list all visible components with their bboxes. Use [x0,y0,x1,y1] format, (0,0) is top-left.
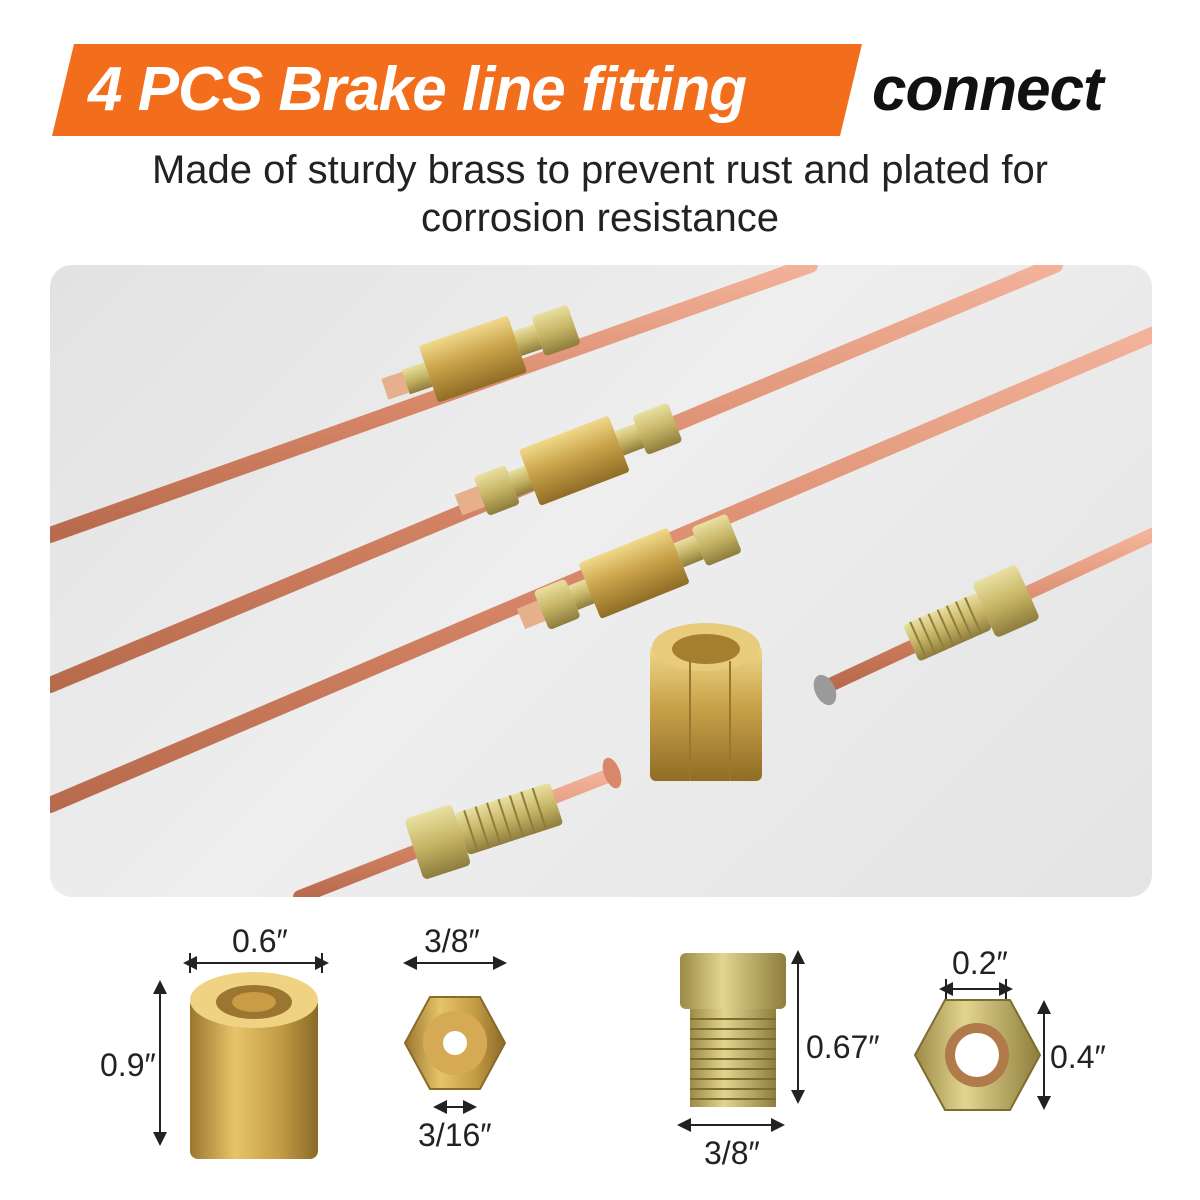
brass-union-fitting [650,623,762,781]
brake-line-5 [293,757,622,897]
brake-line-1 [50,265,818,543]
union-top-hex-label: 3/8″ [424,923,480,959]
nut-height-label: 0.4″ [1050,1039,1106,1075]
bolt-width-label: 3/8″ [704,1135,760,1171]
brake-line-2 [50,265,1063,693]
page-subtitle: Made of sturdy brass to prevent rust and… [60,146,1140,242]
dimension-section: 0.6″ 0.9″ 3/8″ 3/16″ 0.67″ 3/8″ 0.2″ 0.4… [0,905,1200,1200]
brake-line-3 [50,327,1152,813]
union-top-drawing [403,956,507,1114]
union-drawing [153,953,329,1159]
brake-line-4 [813,528,1152,706]
product-photo [50,265,1152,897]
page-title: 4 PCS Brake line fitting [88,55,747,124]
subtitle-line-2: corrosion resistance [421,196,779,240]
union-bore-label: 3/16″ [418,1117,492,1153]
brake-line-assembly-illustration [50,265,1152,897]
nut-bore-label: 0.2″ [952,945,1008,981]
bolt-drawing [677,950,805,1132]
title-banner-shape [52,44,862,136]
page-title-tail: connect [872,55,1104,124]
union-width-label: 0.6″ [232,923,288,959]
bolt-height-label: 0.67″ [806,1029,880,1065]
dimension-drawings [153,950,1051,1159]
subtitle-line-1: Made of sturdy brass to prevent rust and… [151,148,1049,192]
nut-drawing [913,979,1051,1111]
union-height-label: 0.9″ [100,1047,156,1083]
title-banner [52,44,862,136]
